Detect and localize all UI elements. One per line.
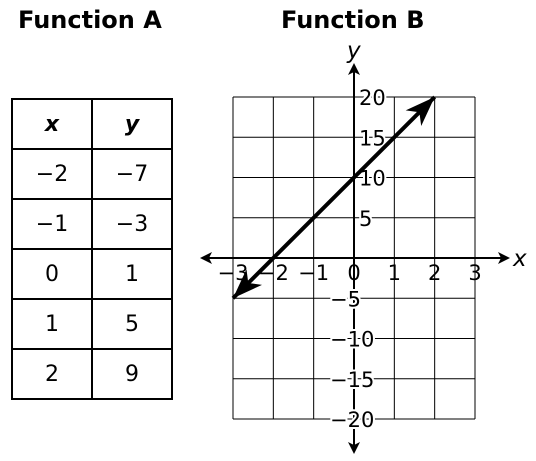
- series: [231, 95, 437, 300]
- y-axis-label: y: [346, 38, 361, 64]
- table-cell-y: 5: [91, 298, 173, 350]
- table-header-y: y: [91, 98, 173, 150]
- y-tick-label: −15: [330, 368, 374, 392]
- line-arrowhead-start: [233, 269, 263, 299]
- x-tick-label: 1: [388, 261, 401, 285]
- y-tick-label: −20: [330, 408, 374, 432]
- line-arrowhead-end: [405, 97, 435, 126]
- table-cell-y: 9: [91, 348, 173, 400]
- x-tick-label: −2: [258, 261, 289, 285]
- table-cell-x: 0: [11, 248, 93, 300]
- table-header-row: x y: [11, 98, 173, 150]
- table-cell-x: −2: [11, 148, 93, 200]
- function-b-title: Function B: [281, 6, 425, 34]
- x-tick-label: 3: [468, 261, 481, 285]
- y-tick-label: −5: [330, 287, 361, 311]
- x-tick-label: 0: [347, 261, 360, 285]
- table-header-x: x: [11, 98, 93, 150]
- table-cell-y: −7: [91, 148, 173, 200]
- table-row: 0 1: [11, 248, 173, 300]
- table-row: 1 5: [11, 298, 173, 350]
- x-tick-label: 2: [428, 261, 441, 285]
- y-axis-arrow-down: [348, 442, 360, 454]
- function-a-table: x y −2 −7 −1 −3 0 1 1 5 2 9: [11, 98, 173, 400]
- table-cell-x: 1: [11, 298, 93, 350]
- x-axis-arrow-left: [200, 252, 212, 264]
- function-b-line: [231, 95, 437, 300]
- x-axis-label: x: [512, 246, 527, 272]
- x-axis-arrow-right: [498, 252, 510, 264]
- y-tick-label: 20: [359, 86, 386, 110]
- function-a-title: Function A: [18, 6, 162, 34]
- table-row: −2 −7: [11, 148, 173, 200]
- y-tick-label: 5: [359, 207, 372, 231]
- table-row: −1 −3: [11, 198, 173, 250]
- y-axis-arrow-up: [348, 63, 360, 75]
- table-row: 2 9: [11, 348, 173, 400]
- x-tick-label: −1: [298, 261, 329, 285]
- table-cell-x: −1: [11, 198, 93, 250]
- y-tick-label: 15: [359, 126, 386, 150]
- table-cell-y: −3: [91, 198, 173, 250]
- axes: [200, 63, 510, 454]
- table-cell-x: 2: [11, 348, 93, 400]
- table-cell-y: 1: [91, 248, 173, 300]
- y-tick-label: −10: [330, 328, 374, 352]
